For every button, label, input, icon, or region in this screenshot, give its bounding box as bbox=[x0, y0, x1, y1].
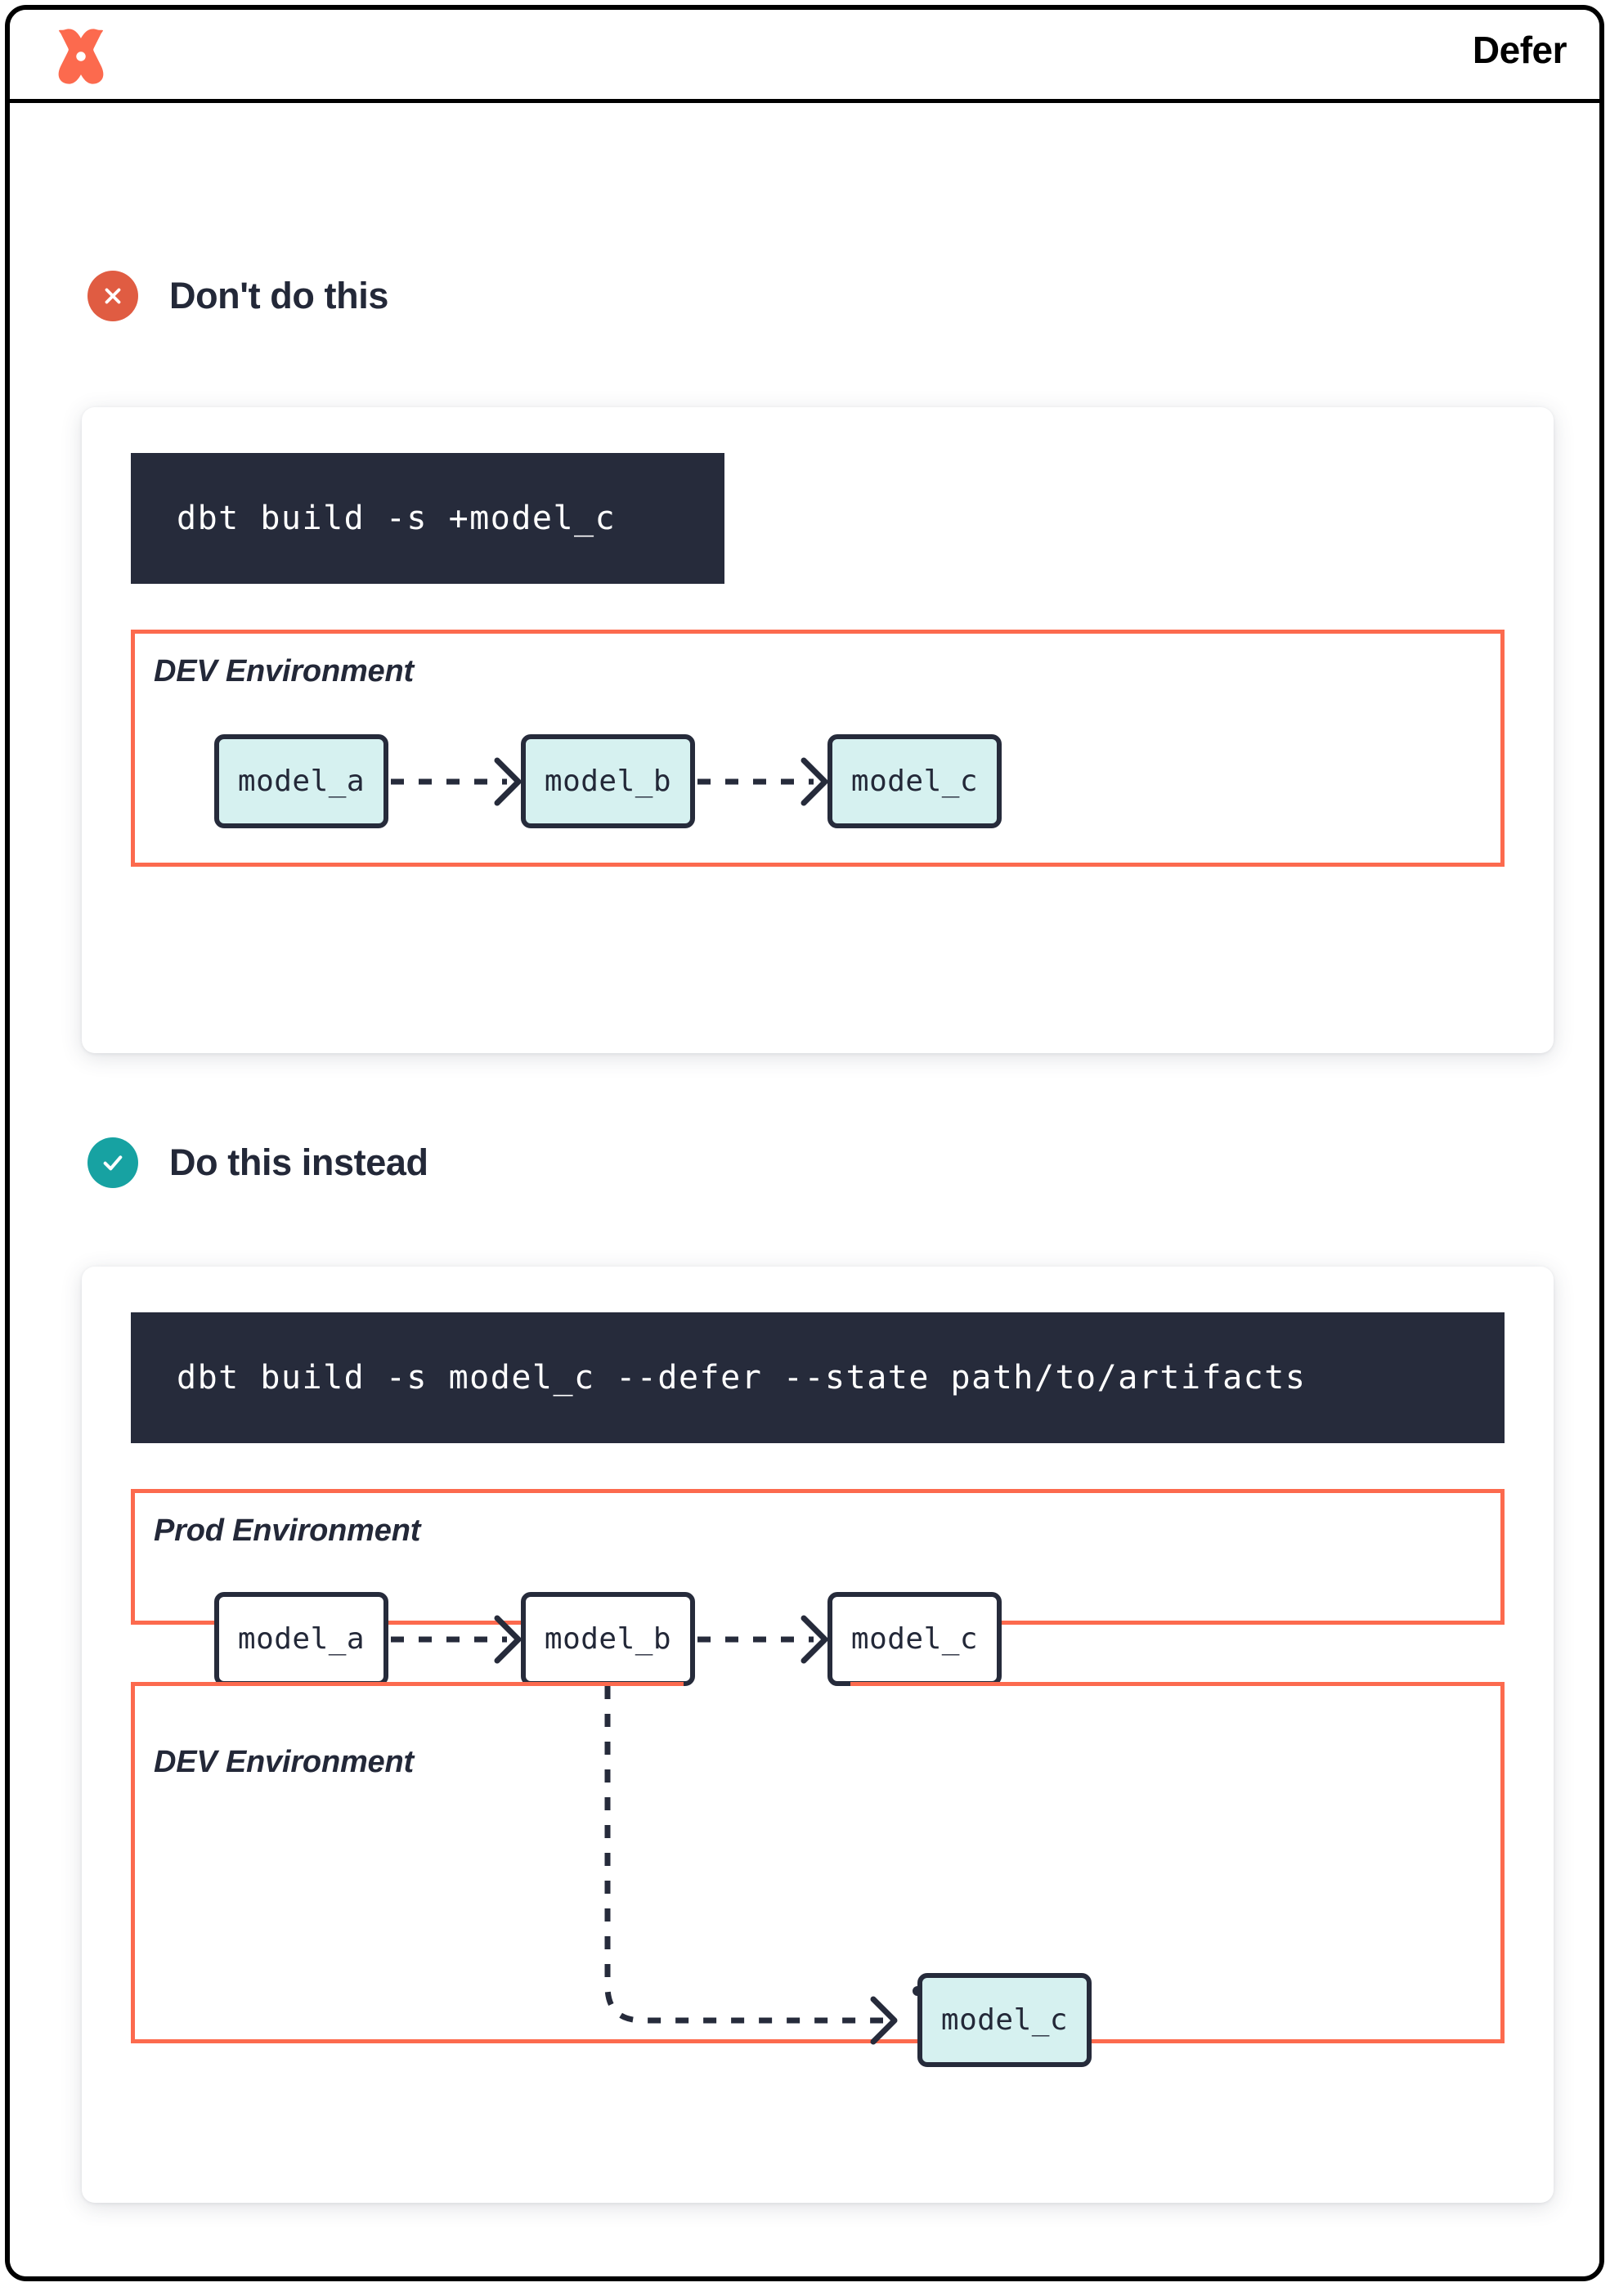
env-box-dev-frame bbox=[131, 1682, 1505, 2043]
page-frame: Defer Don't do this dbt build -s +model_… bbox=[5, 5, 1604, 2281]
env-box-prod-bottom-left bbox=[131, 1621, 684, 1625]
section-title-do: Do this instead bbox=[169, 1141, 428, 1183]
node-model-a-prod[interactable]: model_a bbox=[214, 1592, 388, 1686]
node-model-c-dev-dont[interactable]: model_c bbox=[827, 734, 1002, 828]
node-model-a-dev-dont[interactable]: model_a bbox=[214, 734, 388, 828]
env-label-dev-dont: DEV Environment bbox=[154, 654, 414, 688]
node-model-c-dev[interactable]: model_c bbox=[917, 1973, 1092, 2067]
env-box-dev-top-left bbox=[131, 1682, 684, 1686]
node-model-b-prod[interactable]: model_b bbox=[521, 1592, 695, 1686]
node-model-b-dev-dont[interactable]: model_b bbox=[521, 734, 695, 828]
page-body: Don't do this dbt build -s +model_c DEV … bbox=[10, 103, 1599, 2276]
env-box-prod-bottom-right bbox=[850, 1621, 1505, 1625]
dbt-logo-icon bbox=[47, 23, 114, 90]
check-circle-icon bbox=[87, 1137, 138, 1188]
env-label-prod: Prod Environment bbox=[154, 1513, 421, 1548]
env-box-prod-frame bbox=[131, 1489, 1505, 1625]
env-box-dev-top-right bbox=[850, 1682, 1505, 1686]
page-title: Defer bbox=[1472, 29, 1567, 71]
node-model-c-prod[interactable]: model_c bbox=[827, 1592, 1002, 1686]
section-header-do: Do this instead bbox=[87, 1137, 428, 1188]
code-block-dont: dbt build -s +model_c bbox=[131, 453, 724, 584]
card-do: dbt build -s model_c --defer --state pat… bbox=[82, 1267, 1554, 2203]
x-circle-icon bbox=[87, 271, 138, 321]
card-dont: dbt build -s +model_c DEV Environment mo… bbox=[82, 407, 1554, 1053]
section-title-dont: Don't do this bbox=[169, 275, 388, 316]
section-header-dont: Don't do this bbox=[87, 271, 388, 321]
code-block-do: dbt build -s model_c --defer --state pat… bbox=[131, 1312, 1505, 1443]
env-box-dev-dont bbox=[131, 630, 1505, 867]
env-label-dev-do: DEV Environment bbox=[154, 1745, 414, 1779]
page-header: Defer bbox=[10, 10, 1599, 103]
